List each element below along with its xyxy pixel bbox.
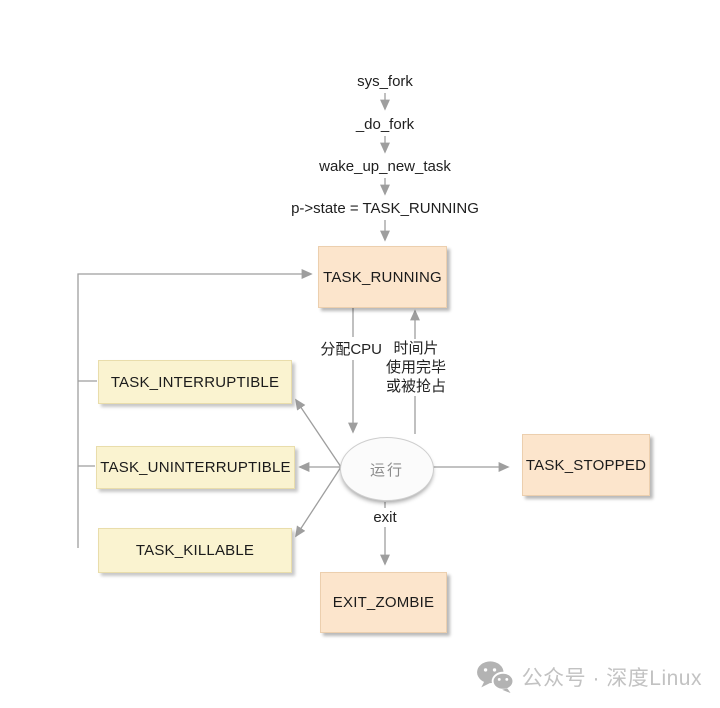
edge-label-timeslice-line3: 或被抢占 — [385, 378, 446, 395]
wechat-icon — [476, 661, 514, 694]
state-ellipse-running: 运行 — [340, 437, 434, 501]
watermark: 公众号 · 深度Linux — [476, 660, 702, 694]
state-label-task-interruptible: TASK_INTERRUPTIBLE — [110, 373, 280, 391]
state-box-task-interruptible: TASK_INTERRUPTIBLE — [98, 360, 292, 404]
state-label-task-uninterruptible: TASK_UNINTERRUPTIBLE — [100, 459, 291, 476]
edge-label-timeslice-line1: 时间片 — [393, 340, 439, 357]
call-chain-wake-up-new-task: wake_up_new_task — [319, 158, 451, 175]
edge-label-allocate-cpu: 分配CPU — [314, 337, 384, 360]
edge-label-exit: exit — [363, 508, 407, 527]
state-box-task-killable: TASK_KILLABLE — [98, 528, 292, 573]
edge-running-killable — [295, 466, 342, 538]
state-label-task-stopped: TASK_STOPPED — [525, 456, 647, 474]
state-box-exit-zombie: EXIT_ZOMBIE — [320, 572, 447, 633]
call-chain-sys-fork: sys_fork — [357, 73, 413, 90]
edge-label-timeslice-line2: 使用完毕 — [385, 359, 446, 376]
state-box-task-uninterruptible: TASK_UNINTERRUPTIBLE — [96, 446, 295, 489]
edge-label-timeslice: 时间片 使用完毕 或被抢占 — [384, 339, 448, 396]
state-label-task-killable: TASK_KILLABLE — [135, 542, 255, 559]
state-box-task-stopped: TASK_STOPPED — [522, 434, 650, 496]
call-chain-do-fork: _do_fork — [355, 116, 415, 133]
state-box-task-running: TASK_RUNNING — [318, 246, 447, 308]
state-label-running: 运行 — [369, 461, 404, 479]
state-label-exit-zombie: EXIT_ZOMBIE — [332, 594, 435, 611]
edge-running-interruptible — [295, 398, 342, 468]
watermark-text: 公众号 · 深度Linux — [521, 667, 702, 690]
edge-wakeback-taskrunning — [77, 269, 313, 548]
call-chain-set-state: p->state = TASK_RUNNING — [291, 200, 479, 217]
state-label-task-running: TASK_RUNNING — [323, 268, 442, 286]
